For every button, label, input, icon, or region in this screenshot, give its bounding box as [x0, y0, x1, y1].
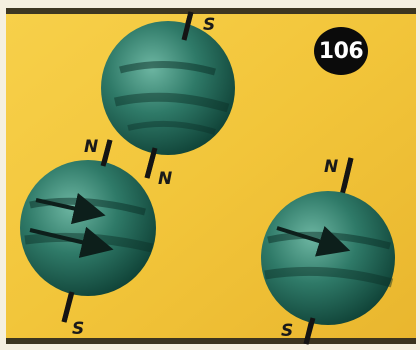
sphere-left-body — [20, 160, 156, 296]
top-border — [6, 8, 416, 14]
sphere-right-bottom-pole-label: S — [281, 321, 293, 341]
sphere-top-bottom-pole-label: N — [158, 169, 172, 189]
sphere-top-top-pole-label: S — [203, 15, 215, 35]
bottom-border — [6, 338, 416, 344]
sphere-right-body — [261, 191, 395, 325]
sphere-right-top-pole-label: N — [324, 157, 338, 177]
sphere-left-bottom-pole-label: S — [72, 319, 84, 339]
sphere-top-body — [101, 21, 235, 155]
sphere-left-top-pole-label: N — [84, 137, 98, 157]
page-number-badge: 106 — [314, 27, 368, 75]
